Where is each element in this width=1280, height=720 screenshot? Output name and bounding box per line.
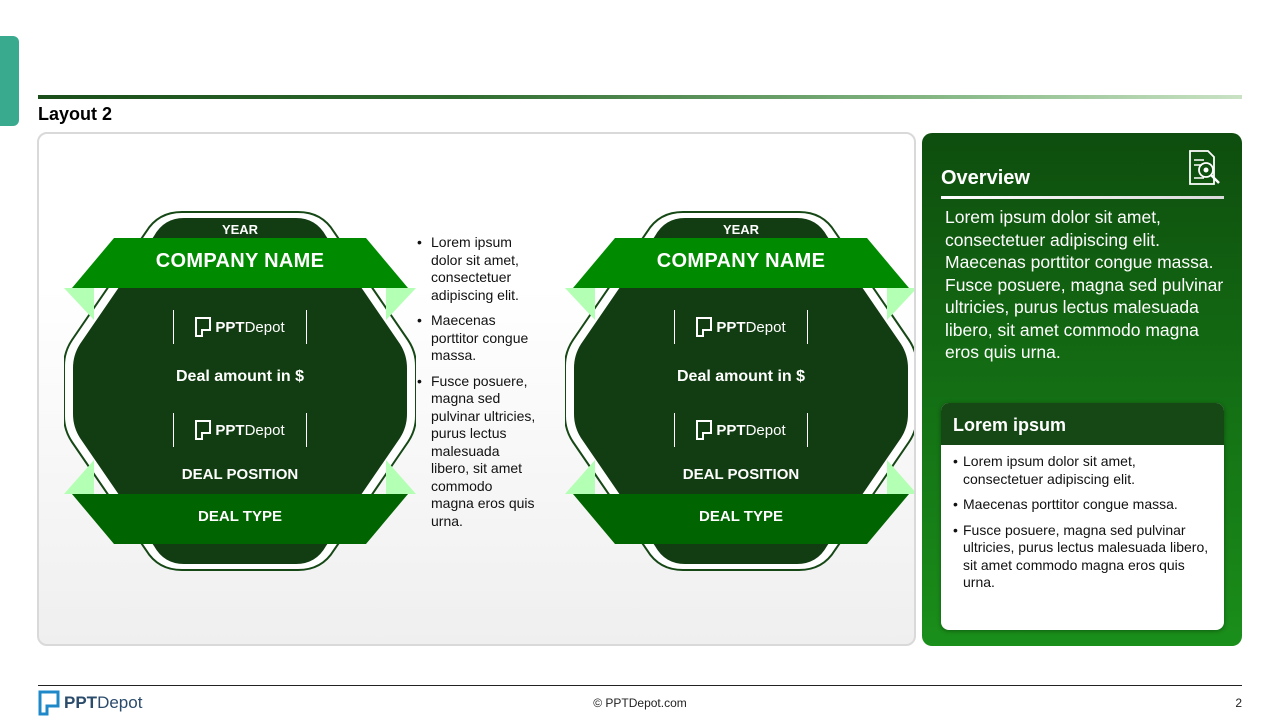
card-deal-type: DEAL TYPE — [699, 508, 783, 525]
pptdepot-logo: PPTDepot — [173, 413, 307, 447]
card-company-name: COMPANY NAME — [656, 250, 826, 272]
list-item: Maecenas porttitor congue massa. — [417, 312, 537, 365]
side-tab-marker — [0, 36, 19, 126]
card-year: YEAR — [722, 222, 760, 237]
card-deal-amount: Deal amount in $ — [676, 368, 806, 385]
list-item: Lorem ipsum dolor sit amet, consectetuer… — [953, 453, 1212, 488]
card-deal-amount: Deal amount in $ — [175, 368, 305, 385]
card-year: YEAR — [221, 222, 259, 237]
overview-text: Lorem ipsum dolor sit amet, consectetuer… — [945, 207, 1224, 362]
card-company-name: COMPANY NAME — [155, 250, 325, 272]
deal-card-2: YEAR COMPANY NAME PPTDepot Deal amount i… — [565, 210, 914, 572]
pptdepot-logo-icon — [696, 317, 713, 337]
deal-card-1: YEAR COMPANY NAME PPTDepot Deal amount i… — [64, 210, 416, 572]
pptdepot-logo-icon — [38, 690, 60, 716]
footer-copyright: © PPTDepot.com — [593, 696, 687, 710]
pptdepot-logo: PPTDepot — [674, 310, 808, 344]
main-panel: YEAR COMPANY NAME PPTDepot Deal amount i… — [37, 132, 916, 646]
title-rule — [38, 95, 1242, 99]
list-item: Lorem ipsum dolor sit amet, consectetuer… — [417, 234, 537, 304]
lorem-card-bullets: Lorem ipsum dolor sit amet, consectetuer… — [941, 445, 1224, 592]
overview-title: Overview — [941, 167, 1030, 189]
page-number: 2 — [1235, 696, 1242, 710]
pptdepot-logo-icon — [195, 420, 212, 440]
overview-rule — [941, 196, 1224, 199]
card-logo-box: PPTDepot — [565, 413, 914, 447]
card-deal-position: DEAL POSITION — [181, 466, 299, 483]
card-logo-box: PPTDepot — [64, 413, 416, 447]
card-logo-box: PPTDepot — [565, 310, 914, 344]
page-title: Layout 2 — [38, 104, 113, 124]
lorem-ipsum-card: Lorem ipsum Lorem ipsum dolor sit amet, … — [941, 403, 1224, 630]
pptdepot-logo-icon — [195, 317, 212, 337]
footer-rule — [38, 685, 1242, 686]
list-item: Fusce posuere, magna sed pulvinar ultric… — [417, 373, 537, 531]
document-search-icon — [1189, 150, 1220, 185]
list-item: Maecenas porttitor congue massa. — [953, 496, 1212, 514]
card-logo-box: PPTDepot — [64, 310, 416, 344]
pptdepot-logo-icon — [696, 420, 713, 440]
card-deal-position: DEAL POSITION — [682, 466, 800, 483]
pptdepot-logo: PPTDepot — [173, 310, 307, 344]
list-item: Fusce posuere, magna sed pulvinar ultric… — [953, 522, 1212, 592]
deal-card-shape — [565, 211, 914, 571]
lorem-card-title: Lorem ipsum — [941, 403, 1224, 445]
card-deal-type: DEAL TYPE — [198, 508, 282, 525]
overview-panel: Overview Lorem ipsum dolor sit amet, con… — [922, 133, 1242, 646]
deal-card-shape — [64, 211, 416, 571]
middle-bullet-list: Lorem ipsum dolor sit amet, consectetuer… — [417, 234, 537, 538]
pptdepot-logo: PPTDepot — [674, 413, 808, 447]
footer-logo: PPTDepot — [38, 690, 142, 716]
